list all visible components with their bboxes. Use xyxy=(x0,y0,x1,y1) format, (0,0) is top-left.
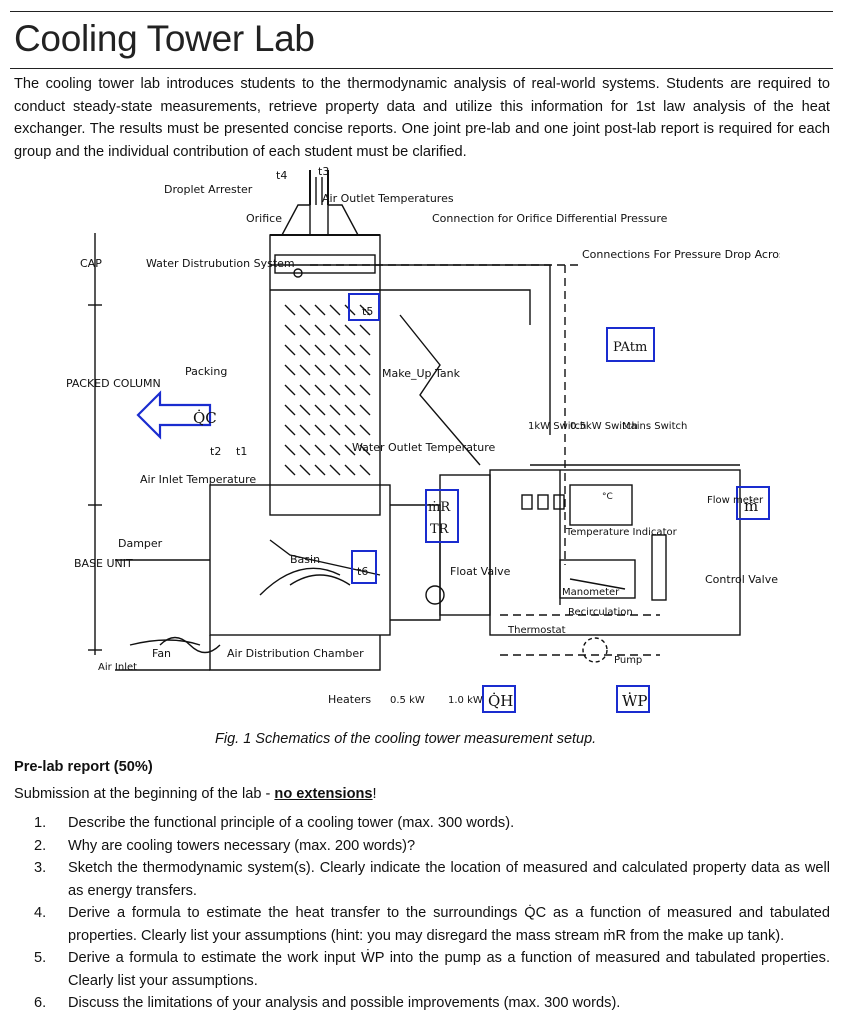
label-air-inlet: Air Inlet xyxy=(98,662,137,673)
label-wp: ẆP xyxy=(622,692,648,710)
task-text: Discuss the limitations of your analysis… xyxy=(68,995,621,1011)
label-fan: Fan xyxy=(152,647,171,660)
task-item: 3. Sketch the thermodynamic system(s). Cl… xyxy=(34,857,830,902)
task-item: 5. Derive a formula to estimate the work … xyxy=(34,947,830,992)
task-number: 2. xyxy=(34,837,47,854)
label-air-outlet: Air Outlet Temperatures xyxy=(322,192,454,205)
top-rule xyxy=(10,11,833,12)
label-temperature-indicator: Temperature Indicator xyxy=(565,527,678,538)
figure-caption: Fig. 1 Schematics of the cooling tower m… xyxy=(215,731,597,747)
label-switch-05kw: 0.5kW Switch xyxy=(570,421,638,432)
label-manometer: Manometer xyxy=(562,587,620,598)
label-water-outlet: Water Outlet Temperature xyxy=(352,441,496,454)
task-text: Describe the functional principle of a c… xyxy=(68,815,515,831)
schematic-drawing: t4 t3 Droplet Arrester Orifice Air Outle… xyxy=(66,165,780,713)
label-base-unit: BASE UNIT xyxy=(74,557,133,570)
cooling-tower-schematic: t4 t3 Droplet Arrester Orifice Air Outle… xyxy=(60,165,780,713)
label-air-inlet-temperature: Air Inlet Temperature xyxy=(140,473,256,486)
task-number: 5. xyxy=(34,950,47,966)
label-pump: Pump xyxy=(614,655,642,666)
task-text: Why are cooling towers necessary (max. 2… xyxy=(68,837,416,854)
label-mr: ṁR xyxy=(428,500,451,515)
label-float-valve: Float Valve xyxy=(450,565,511,578)
label-heater-10: 1.0 kW xyxy=(448,695,483,706)
label-mains-switch: Mains Switch xyxy=(622,421,687,432)
label-orifice: Orifice xyxy=(246,212,282,225)
label-t5: t5 xyxy=(362,305,373,318)
task-number: 6. xyxy=(34,995,47,1011)
label-packing: Packing xyxy=(185,365,227,378)
label-thermostat: Thermostat xyxy=(507,625,566,636)
submission-emphasis: no extensions xyxy=(274,786,373,802)
title-rule xyxy=(10,68,833,69)
label-make-up-tank: Make_Up Tank xyxy=(382,367,461,380)
task-text: Sketch the thermodynamic system(s). Clea… xyxy=(68,860,830,899)
label-qc: Q̇C xyxy=(193,409,217,427)
label-t4: t4 xyxy=(276,169,287,182)
prelab-heading: Pre-lab report (50%) xyxy=(14,759,153,775)
task-text: Derive a formula to estimate the work in… xyxy=(68,950,830,989)
label-control-valve: Control Valve xyxy=(705,573,778,586)
label-recirculation: Recirculation xyxy=(568,607,633,618)
label-t6: t6 xyxy=(357,565,368,578)
intro-paragraph: The cooling tower lab introduces student… xyxy=(14,76,830,160)
label-pressure-drop: Connections For Pressure Drop Across Pac… xyxy=(582,248,780,261)
submission-suffix: ! xyxy=(372,786,377,802)
label-air-distribution-chamber: Air Distribution Chamber xyxy=(227,647,364,660)
task-number: 1. xyxy=(34,815,47,831)
label-basin: Basin xyxy=(290,553,320,566)
label-t2: t2 xyxy=(210,445,221,458)
label-p-atm: PAtm xyxy=(613,340,647,355)
label-heaters: Heaters xyxy=(328,693,371,706)
label-packed-column: PACKED COLUMN xyxy=(66,377,161,390)
task-item: 2. Why are cooling towers necessary (max.… xyxy=(34,835,830,858)
prelab-task-list: 1. Describe the functional principle of a… xyxy=(34,812,830,1015)
label-heater-05: 0.5 kW xyxy=(390,695,425,706)
page-title: Cooling Tower Lab xyxy=(14,18,315,59)
label-water-distribution: Water Distrubution System xyxy=(146,257,295,270)
label-m-dot: ṁ xyxy=(744,497,758,515)
label-switch-1kw: 1kW Switch xyxy=(528,421,586,432)
task-number: 3. xyxy=(34,860,47,876)
label-orifice-connection: Connection for Orifice Differential Pres… xyxy=(432,212,668,225)
task-text: Derive a formula to estimate the heat tr… xyxy=(68,905,830,944)
label-qh: Q̇H xyxy=(488,692,513,710)
label-flow-meter: Flow meter xyxy=(707,495,764,506)
label-t3: t3 xyxy=(318,165,329,178)
label-deg-c: °C xyxy=(602,492,613,502)
label-t1: t1 xyxy=(236,445,247,458)
task-item: 6. Discuss the limitations of your analys… xyxy=(34,992,830,1015)
task-item: 1. Describe the functional principle of a… xyxy=(34,812,830,835)
task-number: 4. xyxy=(34,905,47,921)
task-item: 4. Derive a formula to estimate the heat … xyxy=(34,902,830,947)
label-damper: Damper xyxy=(118,537,163,550)
label-tr: TR xyxy=(430,522,450,537)
submission-note: Submission at the beginning of the lab -… xyxy=(14,786,377,802)
submission-prefix: Submission at the beginning of the lab - xyxy=(14,786,275,802)
label-cap: CAP xyxy=(80,257,102,270)
label-droplet-arrester: Droplet Arrester xyxy=(164,183,253,196)
